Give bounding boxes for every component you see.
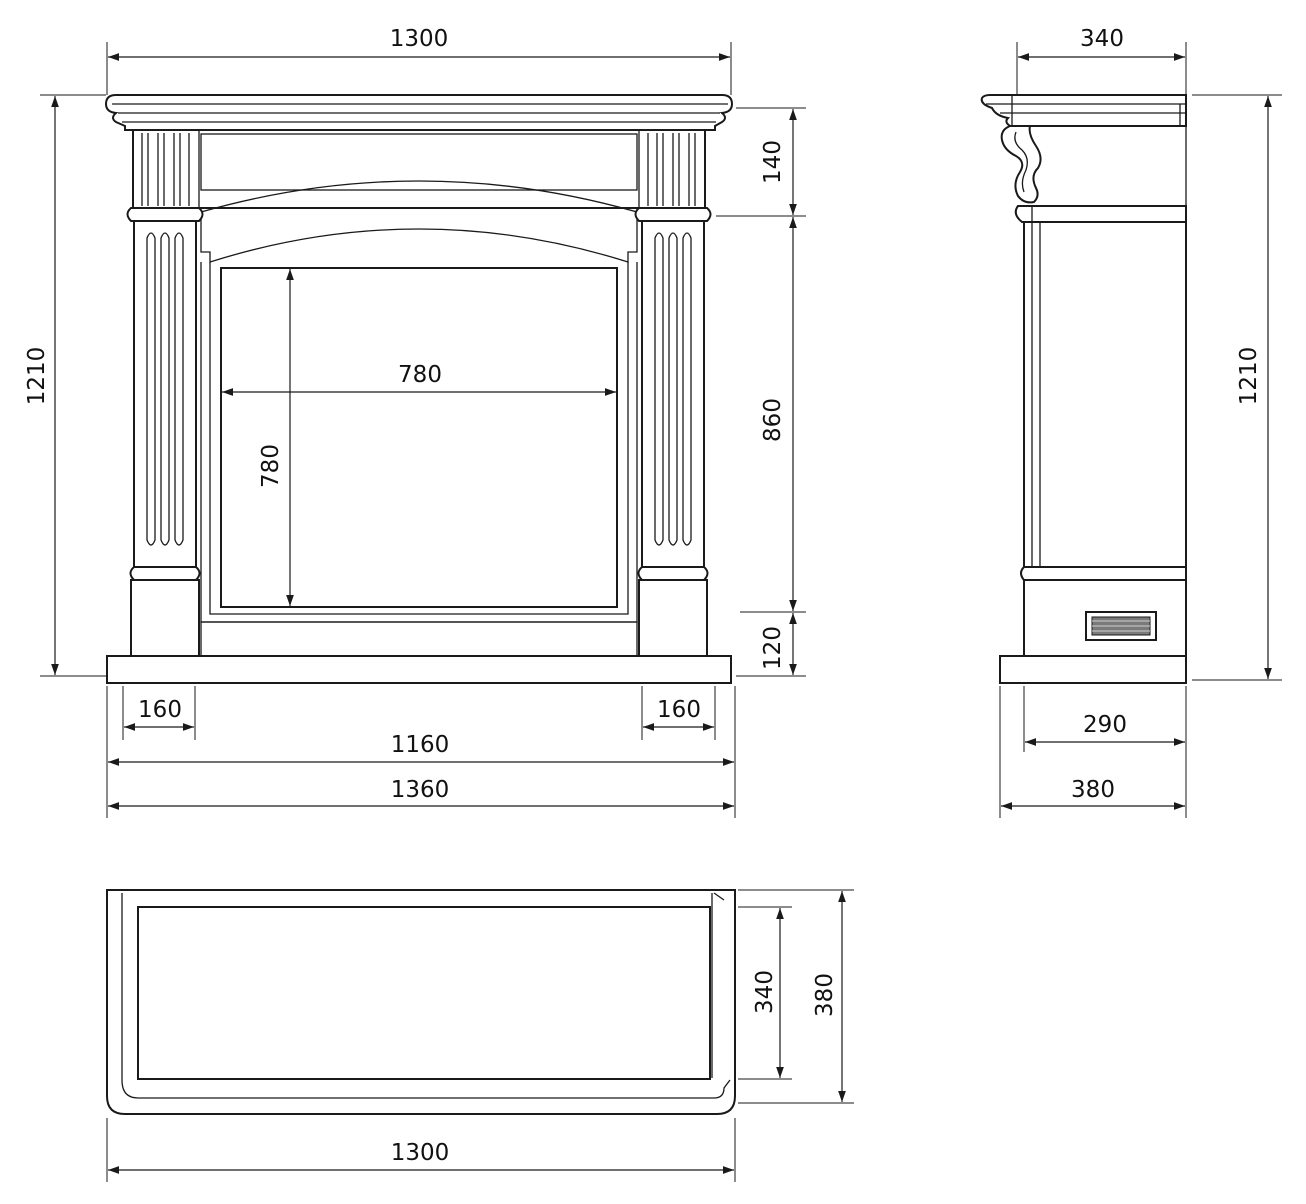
upper-band-label: 140 [760, 140, 786, 184]
front-top-width-label: 1300 [390, 26, 449, 52]
firebox-height-label: 780 [258, 444, 284, 488]
left-upper-flutes [141, 133, 190, 206]
marble-upper-panel [200, 133, 638, 191]
left-plinth [130, 579, 200, 657]
side-mantel-shelf [980, 94, 1187, 127]
side-capital [1014, 205, 1187, 223]
left-column-ring [129, 566, 201, 581]
top-inner-rectangle [137, 906, 711, 1080]
side-base-depth-label: 380 [1071, 777, 1115, 803]
right-column [641, 220, 705, 568]
marble-arch-panel [200, 180, 638, 263]
right-column-ring [637, 566, 709, 581]
hearth-base [106, 655, 732, 684]
inner-width-label: 1160 [391, 732, 450, 758]
right-column-flutes [654, 232, 692, 546]
front-dimensions [40, 42, 806, 818]
side-inner-depth-label: 290 [1083, 712, 1127, 738]
top-inner-depth-label: 340 [752, 970, 778, 1014]
side-dimension-labels: 340 1210 290 380 [1071, 26, 1262, 803]
marble-lower-panel [200, 621, 638, 657]
left-column-flutes [146, 232, 184, 546]
front-total-height-label: 1210 [24, 347, 50, 406]
side-top-depth-label: 340 [1080, 26, 1124, 52]
lower-band-label: 120 [760, 626, 786, 670]
top-dimensions [106, 889, 854, 1182]
left-capital [126, 207, 204, 222]
top-dimension-labels: 340 380 1300 [391, 970, 838, 1166]
firebox-surround [200, 262, 638, 623]
base-width-label: 1360 [391, 777, 450, 803]
middle-band-label: 860 [760, 398, 786, 442]
right-leg-label: 160 [657, 697, 701, 723]
right-upper-flutes [647, 133, 696, 206]
left-leg-label: 160 [138, 697, 182, 723]
firebox-opening [220, 267, 618, 608]
side-total-height-label: 1210 [1236, 347, 1262, 406]
vent-grille [1085, 611, 1157, 641]
side-view: 340 1210 290 380 [980, 26, 1282, 818]
side-dimensions [999, 42, 1282, 818]
top-width-label: 1300 [391, 1140, 450, 1166]
front-view: 1300 780 780 1210 140 860 120 160 160 11… [24, 26, 806, 818]
left-column [133, 220, 197, 568]
side-hearth-base [999, 655, 1187, 684]
side-ring [1020, 566, 1187, 581]
top-view: 340 380 1300 [106, 889, 854, 1182]
top-outline [106, 889, 736, 1115]
top-outer-depth-label: 380 [812, 973, 838, 1017]
right-plinth [638, 579, 708, 657]
side-corbel [1000, 125, 1042, 204]
right-capital [634, 207, 712, 222]
firebox-width-label: 780 [398, 362, 442, 388]
front-dimension-labels: 1300 780 780 1210 140 860 120 160 160 11… [24, 26, 786, 803]
side-body [1023, 221, 1187, 568]
